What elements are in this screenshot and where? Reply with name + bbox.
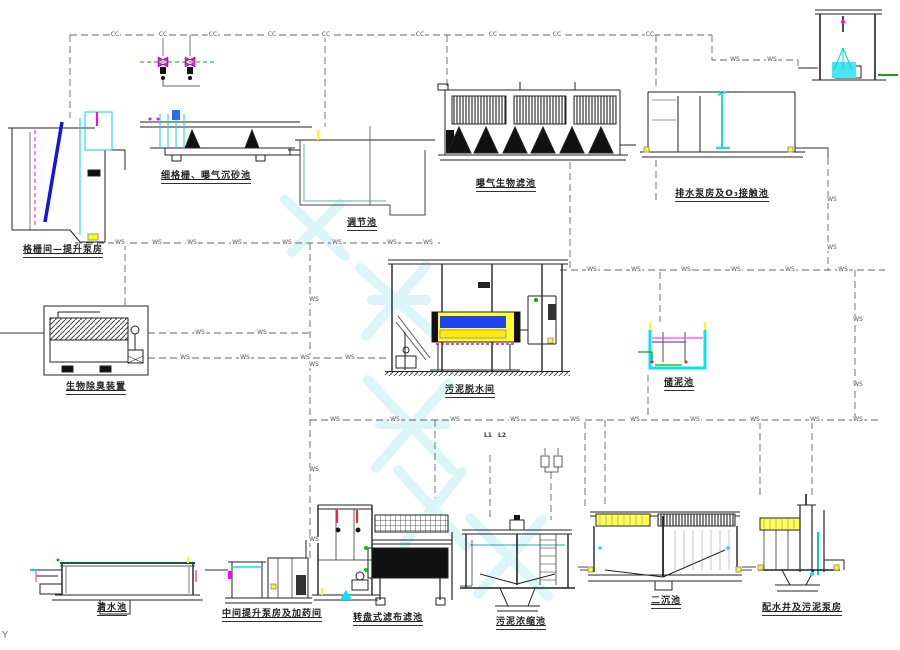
pipe-label-cc: CC bbox=[157, 31, 169, 38]
pipe-label-cc: CC bbox=[266, 31, 278, 38]
pipe-label-ws: WS bbox=[852, 316, 864, 323]
unit-label-clarifier: 二沉池 bbox=[650, 596, 682, 609]
pipe-label-ws: WS bbox=[281, 239, 293, 246]
pipe-label-cc: CC bbox=[644, 31, 656, 38]
pipe-label-ws: WS bbox=[569, 416, 581, 423]
unit-label-regulating: 调节池 bbox=[346, 218, 378, 231]
pipe-label-ws: WS bbox=[729, 56, 741, 63]
watermark bbox=[280, 195, 553, 601]
pipe-label-ws: WS bbox=[749, 416, 761, 423]
pipe-label-ws: WS bbox=[308, 296, 320, 303]
pipe-label-l2: L2 bbox=[498, 432, 506, 439]
unit-label-disc-filter: 转盘式滤布滤池 bbox=[352, 613, 424, 626]
pipe-label-ws: WS bbox=[151, 239, 163, 246]
unit-label-distribution: 配水井及污泥泵房 bbox=[761, 603, 843, 616]
unit-label-deodorization: 生物除臭装置 bbox=[65, 382, 127, 395]
pipe-label-ws: WS bbox=[784, 266, 796, 273]
pipe-label-ws: WS bbox=[256, 329, 268, 336]
unit-measuring-flume bbox=[798, 9, 898, 81]
pipe-label-ws: WS bbox=[186, 239, 198, 246]
pipe-label-ws: WS bbox=[689, 416, 701, 423]
pipe-label-ws: WS bbox=[386, 239, 398, 246]
unit-sludge-storage bbox=[638, 322, 707, 370]
unit-label-biofilter: 曝气生物滤池 bbox=[475, 179, 537, 192]
pipe-label-ws: WS bbox=[730, 266, 742, 273]
pipe-label-cc: CC bbox=[551, 31, 563, 38]
mid-valves bbox=[540, 455, 563, 473]
pipe-label-ws: WS bbox=[852, 381, 864, 388]
pipe-label-ws: WS bbox=[449, 416, 461, 423]
corner-text: Y bbox=[2, 630, 9, 641]
unit-label-dewatering: 污泥脱水间 bbox=[444, 385, 496, 398]
pipe-label-cc: CC bbox=[109, 31, 121, 38]
pipe-label-ws: WS bbox=[766, 56, 778, 63]
unit-distribution-well bbox=[757, 494, 845, 592]
pipe-label-ws: WS bbox=[422, 239, 434, 246]
unit-sludge-thickener bbox=[460, 515, 575, 612]
pipe-label-ws: WS bbox=[308, 536, 320, 543]
unit-bio-deodorization bbox=[43, 305, 149, 376]
unit-regulating-tank bbox=[288, 126, 435, 216]
unit-label-coarse-screen: 格栅间—提升泵房 bbox=[22, 245, 104, 258]
pipe-label-ws: WS bbox=[629, 416, 641, 423]
unit-label-clean-water: 清水池 bbox=[96, 603, 128, 616]
pipe-label-ws: WS bbox=[586, 266, 598, 273]
unit-secondary-clarifier bbox=[587, 511, 742, 591]
unit-aerated-biofilter bbox=[437, 82, 636, 161]
pipe-label-ws: WS bbox=[630, 266, 642, 273]
unit-intermediate-pump-dosing bbox=[225, 540, 312, 604]
unit-sludge-dewatering bbox=[385, 259, 570, 376]
pipe-label-ws: WS bbox=[329, 416, 341, 423]
pipe-label-ws: WS bbox=[344, 354, 356, 361]
pipe-label-ws: WS bbox=[826, 244, 838, 251]
pipe-label-ws: WS bbox=[331, 239, 343, 246]
pipe-label-ws: WS bbox=[308, 361, 320, 368]
pipe-label-ws: WS bbox=[179, 354, 191, 361]
unit-drain-pump-o3-contact bbox=[640, 91, 805, 158]
pipe-label-ws: WS bbox=[826, 196, 838, 203]
unit-fine-screen-grit bbox=[140, 110, 312, 162]
unit-cloth-disc-filter bbox=[312, 504, 453, 606]
unit-label-thickener: 污泥浓缩池 bbox=[495, 617, 547, 630]
pipe-label-ws: WS bbox=[308, 466, 320, 473]
pipe-label-ws: WS bbox=[299, 354, 311, 361]
pipe-label-ws: WS bbox=[509, 416, 521, 423]
pipe-label-ws: WS bbox=[680, 266, 692, 273]
pipe-label-ws: WS bbox=[239, 354, 251, 361]
pipe-label-l1: L1 bbox=[484, 432, 492, 439]
unit-label-sludge-storage: 储泥池 bbox=[663, 378, 695, 391]
pipe-label-ws: WS bbox=[389, 416, 401, 423]
unit-label-fine-screen: 细格栅、曝气沉砂池 bbox=[160, 171, 252, 184]
air-line-valves bbox=[140, 56, 215, 87]
pipe-label-ws: WS bbox=[194, 329, 206, 336]
pipe-label-cc: CC bbox=[320, 31, 332, 38]
unit-clean-water-tank bbox=[30, 557, 203, 615]
pipe-label-cc: CC bbox=[487, 31, 499, 38]
unit-label-drain-pump: 排水泵房及O₃接触池 bbox=[675, 189, 769, 202]
unit-coarse-screen-lift-pump bbox=[8, 111, 126, 243]
pipe-label-ws: WS bbox=[837, 266, 849, 273]
pipe-label-ws: WS bbox=[114, 239, 126, 246]
pipe-label-cc: CC bbox=[207, 31, 219, 38]
pipe-label-ws: WS bbox=[809, 416, 821, 423]
pipe-label-cc: CC bbox=[414, 31, 426, 38]
unit-label-intermediate: 中间提升泵房及加药间 bbox=[221, 609, 323, 622]
pipe-label-ws: WS bbox=[852, 416, 864, 423]
pipe-label-ws: WS bbox=[231, 239, 243, 246]
